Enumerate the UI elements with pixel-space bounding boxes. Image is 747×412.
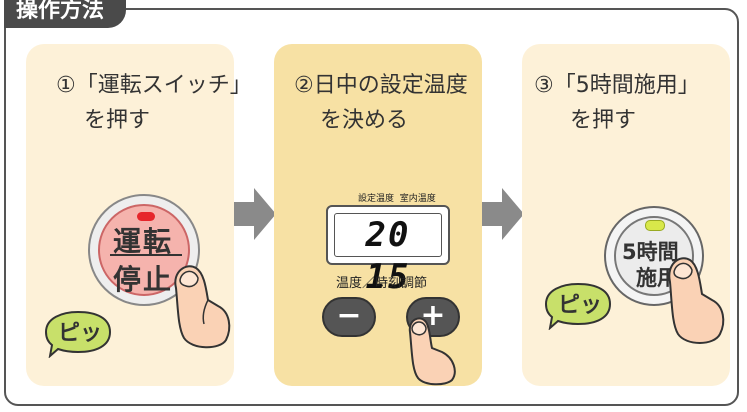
pointing-finger-icon (174, 265, 231, 349)
stop-label: 停止 (113, 263, 174, 296)
set-temperature-label: 設定温度 (358, 194, 395, 204)
panel-title: 操作方法 (4, 0, 127, 28)
arrow-right-icon (234, 188, 276, 240)
step-1-title: ①「運転スイッチ」 (56, 73, 252, 98)
red-led-indicator (137, 212, 155, 221)
step-2-subtitle: を決める (320, 108, 409, 133)
green-led-indicator (645, 220, 665, 231)
run-stop-button-face: 運転 停止 (98, 204, 190, 296)
temperature-readout: 20 15 (334, 213, 442, 297)
adjust-label: 温度／時刻調節 (336, 276, 428, 291)
step-1-subtitle: を押す (84, 108, 151, 133)
room-temperature-label: 室内温度 (399, 194, 436, 204)
beep-text: ピッ (558, 293, 602, 318)
instructions-panel: 操作方法 ①「運転スイッチ」 を押す 運転 停止 ピッ ②日中の設定温度 (4, 0, 739, 406)
pointing-finger-icon (408, 317, 456, 386)
pointing-finger-icon (668, 257, 725, 344)
display-labels: 設定温度 室内温度 (358, 191, 436, 204)
arrow-right-icon (482, 188, 524, 240)
five-hour-label-line1: 5時間 (622, 240, 679, 264)
decrease-button[interactable]: − (322, 297, 376, 337)
step-2-card: ②日中の設定温度 を決める 設定温度 室内温度 20 15 温度／時刻調節 − … (274, 44, 482, 386)
step-1-card: ①「運転スイッチ」 を押す 運転 停止 ピッ (26, 44, 252, 386)
beep-bubble: ピッ (544, 282, 612, 330)
step-2-title: ②日中の設定温度 (294, 73, 468, 98)
step-3-card: ③「5時間施用」 を押す 5時間 施用 ピッ (522, 44, 730, 386)
temperature-display: 20 15 (326, 205, 450, 297)
run-stop-divider (110, 254, 182, 256)
step-3-title: ③「5時間施用」 (534, 73, 700, 98)
beep-text: ピッ (58, 321, 102, 346)
run-stop-button[interactable]: 運転 停止 (88, 194, 200, 306)
step-3-subtitle: を押す (570, 108, 637, 133)
beep-bubble: ピッ (44, 310, 112, 358)
run-label: 運転 (113, 225, 174, 258)
